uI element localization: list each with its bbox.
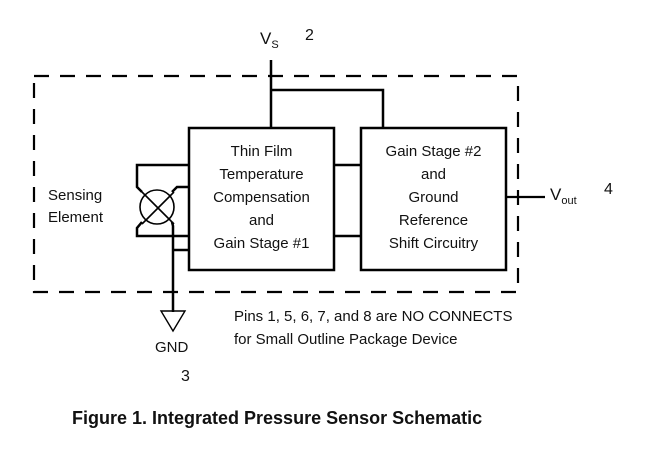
block-1-line: and — [248, 212, 275, 229]
block-1-line: Gain Stage #1 — [213, 235, 310, 252]
sensing-element-icon — [139, 189, 175, 225]
package-outline — [32, 74, 520, 294]
block-1-line: Temperature — [219, 166, 304, 183]
block-2-line: Reference — [398, 212, 469, 229]
ground-icon — [159, 310, 187, 333]
vs-branch-wire — [271, 88, 385, 128]
block-1-line: Thin Film — [230, 143, 293, 160]
vs-pin-number: 2 — [305, 27, 314, 44]
sensing-element-label: Sensing Element — [48, 185, 103, 229]
sensor-wire-right — [171, 185, 189, 193]
block-1-line: Compensation — [213, 189, 310, 206]
sensing-label-line: Sensing — [48, 187, 103, 204]
gnd-label: GND — [155, 339, 189, 356]
sensor-wire-top — [135, 163, 189, 193]
block-1-label: Thin Film Temperature Compensation and G… — [189, 140, 334, 255]
block-2-label: Gain Stage #2 and Ground Reference Shift… — [361, 140, 506, 255]
vout-label: Vout — [550, 184, 577, 212]
block-2-line: Gain Stage #2 — [385, 143, 482, 160]
block-2-line: and — [420, 166, 447, 183]
vs-label-sub: S — [271, 39, 279, 51]
sensing-label-line: Element — [48, 209, 104, 226]
figure-caption: Figure 1. Integrated Pressure Sensor Sch… — [72, 408, 483, 428]
note-line: Pins 1, 5, 6, 7, and 8 are NO CONNECTS — [234, 308, 513, 325]
no-connect-note: Pins 1, 5, 6, 7, and 8 are NO CONNECTS f… — [234, 305, 512, 351]
block-1-box — [187, 126, 336, 272]
vs-label-main: V — [260, 29, 272, 48]
vout-label-main: V — [550, 185, 562, 204]
gnd-pin-number: 3 — [181, 368, 190, 385]
vout-label-sub: out — [561, 195, 577, 207]
block-2-line: Shift Circuitry — [388, 235, 479, 252]
vout-pin-number: 4 — [604, 181, 613, 198]
vs-label: VS — [260, 28, 279, 56]
gnd-wire — [170, 221, 175, 312]
block-2-box — [359, 126, 508, 272]
note-line: for Small Outline Package Device — [234, 331, 458, 348]
block-2-line: Ground — [408, 189, 459, 206]
sensor-wire-bottom — [135, 221, 189, 238]
